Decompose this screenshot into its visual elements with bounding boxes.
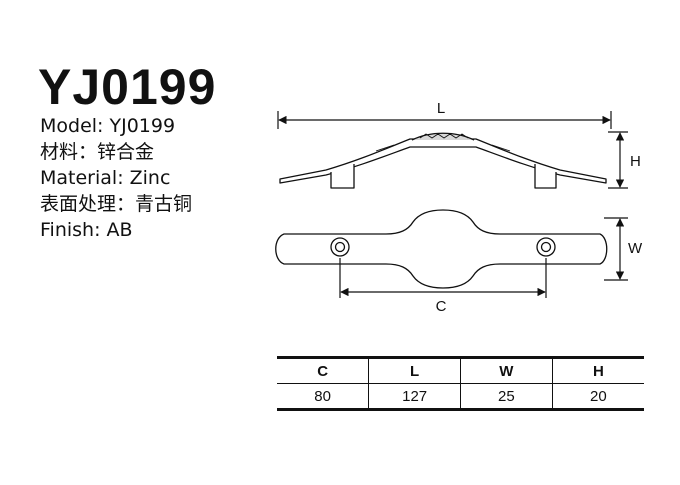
dimension-table-value-row: 80 127 25 20 [277, 383, 644, 410]
spec-finish-cn-key: 表面处理： [40, 193, 136, 215]
table-value-l: 127 [368, 383, 461, 410]
model-title: YJ0199 [38, 59, 217, 115]
table-value-w: 25 [460, 383, 553, 410]
side-view-highlight-right [491, 144, 511, 152]
spec-finish: Finish: AB [40, 219, 133, 241]
handle-side-view [279, 132, 607, 189]
table-value-h: 20 [551, 383, 644, 410]
dimension-table: C L W H 80 127 25 20 [277, 356, 644, 411]
dimension-table-header-row: C L W H [277, 357, 644, 384]
spec-material-cn-value: 锌合金 [97, 141, 155, 163]
spec-finish-value: AB [106, 219, 133, 241]
dimension-H-label: H [630, 153, 641, 170]
spec-material: Material: Zinc [40, 167, 170, 189]
handle-top-view [275, 209, 608, 289]
spec-finish-key: Finish: [40, 219, 107, 241]
side-view-ornament-texture [419, 133, 469, 139]
dimension-C-label: C [436, 298, 447, 315]
table-header-w: W [460, 357, 553, 384]
spec-model-key: Model: [40, 115, 110, 137]
side-view-bar [279, 138, 607, 184]
dimension-C: C [339, 258, 547, 315]
spec-material-cn: 材料：锌合金 [40, 141, 154, 163]
table-header-l: L [368, 357, 461, 384]
dimension-W: W [604, 217, 643, 281]
table-value-c: 80 [277, 383, 370, 410]
table-header-c: C [277, 357, 370, 384]
dimension-W-label: W [628, 240, 643, 257]
spec-finish-cn-value: 青古铜 [135, 193, 193, 215]
side-view-highlight-left [375, 144, 395, 152]
spec-material-cn-key: 材料： [40, 141, 98, 163]
spec-material-key: Material: [40, 167, 130, 189]
spec-material-value: Zinc [129, 167, 171, 189]
table-header-h: H [551, 357, 644, 384]
top-view-right-mount-inner [540, 241, 552, 253]
side-view-left-post [330, 164, 355, 189]
top-view-outline [275, 209, 608, 289]
spec-finish-cn: 表面处理：青古铜 [40, 193, 192, 215]
dimension-L-label: L [437, 100, 445, 117]
side-view-right-post [534, 164, 557, 189]
dimension-H: H [608, 131, 641, 189]
spec-model-value: YJ0199 [109, 115, 176, 137]
dimension-L: L [277, 100, 612, 129]
top-view-left-mount-inner [334, 241, 346, 253]
spec-model: Model: YJ0199 [40, 115, 175, 137]
